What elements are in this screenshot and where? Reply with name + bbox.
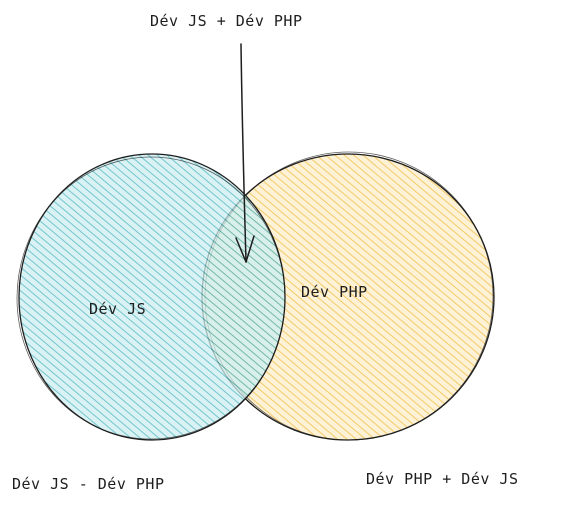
circle-js [16, 153, 286, 441]
arrow-down-icon [235, 43, 255, 263]
difference-label: Dév JS - Dév PHP [12, 475, 165, 493]
circle-js-label: Dév JS [89, 300, 147, 318]
circle-php-label: Dév PHP [301, 283, 368, 301]
intersection-label: Dév JS + Dév PHP [150, 12, 303, 30]
union-label: Dév PHP + Dév JS [366, 470, 519, 488]
